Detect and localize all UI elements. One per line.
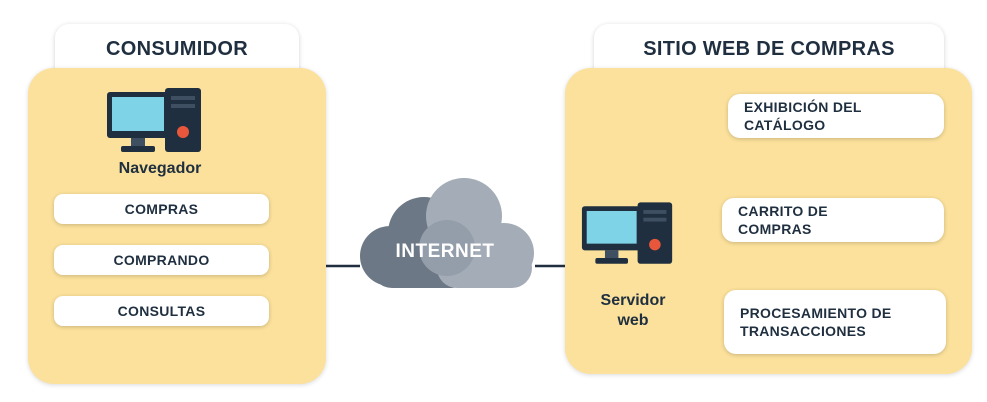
- consumer-item-comprando: COMPRANDO: [54, 245, 269, 275]
- website-item-catalog: EXHIBICIÓN DEL CATÁLOGO: [728, 94, 944, 138]
- computer-icon: [107, 88, 201, 152]
- consumer-title: CONSUMIDOR: [106, 38, 248, 60]
- internet-label: INTERNET: [395, 241, 495, 262]
- cloud-icon: [360, 178, 534, 288]
- consumer-item-consultas: CONSULTAS: [54, 296, 269, 326]
- consumer-item-compras: COMPRAS: [54, 194, 269, 224]
- website-item-cart: CARRITO DE COMPRAS: [722, 198, 944, 242]
- website-item-transactions: PROCESAMIENTO DE TRANSACCIONES: [724, 290, 946, 354]
- website-title: SITIO WEB DE COMPRAS: [643, 38, 895, 60]
- browser-label: Navegador: [118, 160, 202, 177]
- server-label: Servidor web: [600, 292, 666, 329]
- server-computer-icon: [581, 202, 673, 264]
